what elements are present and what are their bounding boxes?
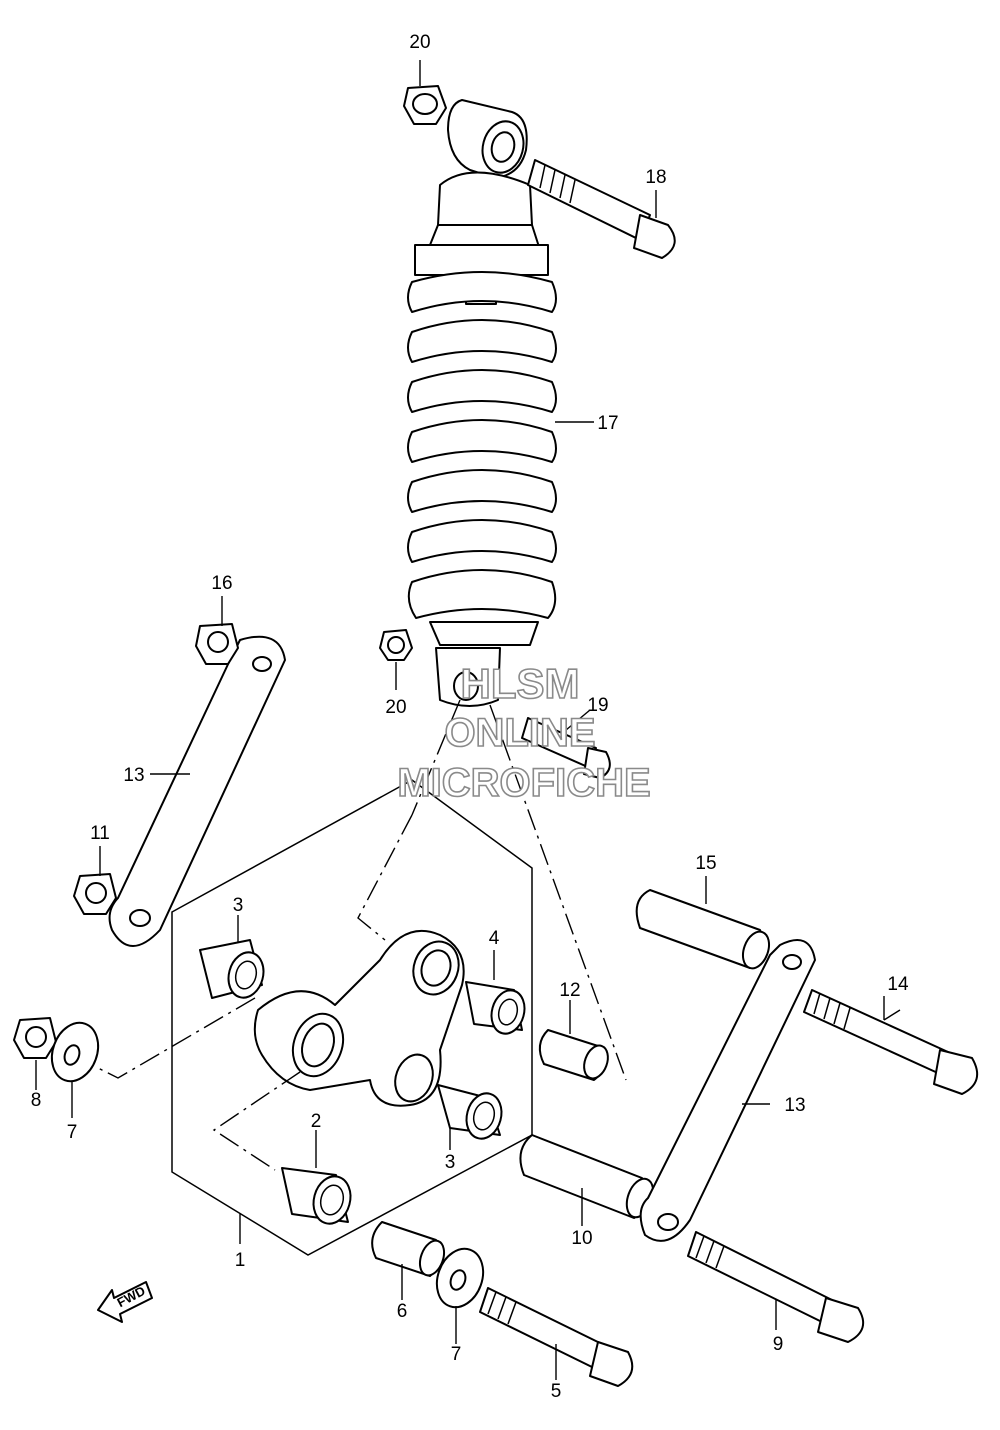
callout-13-left: 13 — [123, 765, 144, 786]
spacer-12 — [538, 1029, 609, 1081]
lower-mounting-bolt — [521, 717, 611, 779]
callout-7-right: 7 — [451, 1344, 462, 1365]
callout-18: 18 — [645, 167, 666, 188]
assembly-centerlines — [97, 699, 627, 1171]
bolt-9 — [687, 1231, 865, 1343]
bearing-4 — [465, 981, 526, 1035]
bolt-5 — [479, 1287, 634, 1387]
callout-1: 1 — [235, 1250, 246, 1271]
bearing-3-lower — [437, 1084, 503, 1140]
nut-8 — [13, 1017, 57, 1059]
washer-7-left — [50, 1021, 100, 1083]
lower-nut — [379, 629, 413, 661]
callout-4: 4 — [489, 928, 500, 949]
callout-12: 12 — [559, 980, 580, 1001]
right-tie-rod — [639, 939, 816, 1242]
callout-13-right: 13 — [784, 1095, 805, 1116]
callout-17: 17 — [597, 413, 618, 434]
tie-rod-nut-16 — [195, 623, 239, 665]
bolt-14 — [803, 989, 979, 1095]
tie-rod-nut-11 — [73, 873, 117, 915]
watermark-line-1: HLSM — [461, 660, 580, 707]
leader-lines — [35, 60, 901, 1380]
callout-20-lower: 20 — [385, 697, 406, 718]
upper-mounting-bolt — [527, 159, 676, 259]
spacer-15 — [635, 889, 771, 970]
bearing-3-upper — [199, 939, 265, 999]
callout-9: 9 — [773, 1334, 784, 1355]
upper-nut — [403, 85, 447, 125]
callout-10: 10 — [571, 1228, 592, 1249]
spacer-10 — [519, 1134, 655, 1219]
callout-19: 19 — [587, 695, 608, 716]
callout-20-top: 20 — [409, 32, 430, 53]
callout-3-upper: 3 — [233, 895, 244, 916]
callout-11: 11 — [90, 823, 110, 844]
washer-7-right — [435, 1247, 485, 1309]
spacer-6 — [371, 1221, 446, 1277]
watermark-line-3: MICROFICHE — [397, 761, 650, 805]
callout-15: 15 — [695, 853, 716, 874]
shock-spring — [407, 271, 557, 619]
left-tie-rod — [108, 635, 286, 947]
forward-direction-arrow: FWD — [97, 1281, 153, 1323]
watermark: HLSM ONLINE MICROFICHE — [397, 659, 652, 806]
callout-5: 5 — [551, 1381, 562, 1402]
watermark-line-2: ONLINE — [444, 711, 595, 755]
callout-3-lower: 3 — [445, 1152, 456, 1173]
callout-8: 8 — [31, 1090, 42, 1111]
rear-shock-absorber — [407, 99, 557, 707]
callout-14: 14 — [887, 974, 909, 995]
callout-16: 16 — [211, 573, 232, 594]
callout-labels: 20 18 17 16 20 19 13 11 15 3 4 14 12 8 1… — [31, 32, 909, 1402]
cushion-lever — [253, 930, 465, 1107]
callout-6: 6 — [397, 1301, 408, 1322]
bearing-2 — [281, 1167, 352, 1225]
callout-2: 2 — [311, 1111, 322, 1132]
callout-7-left: 7 — [67, 1122, 78, 1143]
